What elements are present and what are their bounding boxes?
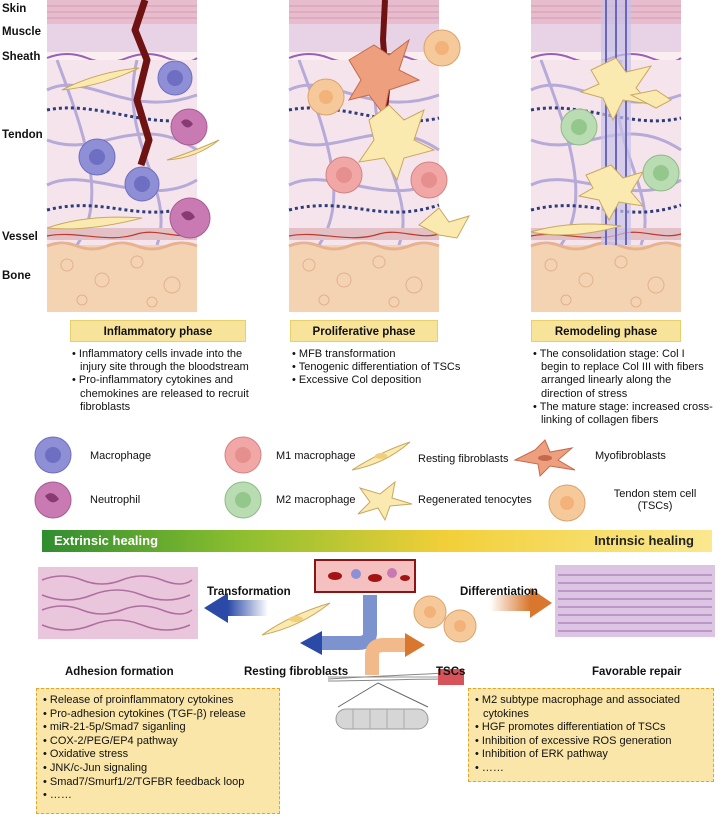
blood-vessel-image bbox=[314, 559, 416, 593]
phase-title-remodeling: Remodeling phase bbox=[531, 320, 681, 342]
healing-gradient-bar: Extrinsic healing Intrinsic healing bbox=[42, 530, 712, 552]
legend-myo: Myofibroblasts bbox=[595, 450, 666, 462]
list-item: • Oxidative stress bbox=[43, 748, 129, 761]
adhesion-tissue-image bbox=[38, 567, 198, 639]
extrinsic-healing-label: Extrinsic healing bbox=[54, 533, 159, 548]
legend-tsc: Tendon stem cell (TSCs) bbox=[613, 488, 697, 512]
bullet-item: • The mature stage: increased cross-link… bbox=[533, 400, 713, 427]
intrinsic-healing-label: Intrinsic healing bbox=[594, 533, 694, 548]
bullet-item: • Tenogenic differentiation of TSCs bbox=[292, 361, 461, 374]
phase-title-inflammatory: Inflammatory phase bbox=[70, 320, 246, 342]
legend-neutrophil: Neutrophil bbox=[90, 494, 141, 506]
tendon-bundle-image bbox=[327, 669, 464, 730]
layer-label-sheath: Sheath bbox=[2, 51, 41, 63]
list-item: • HGF promotes differentiation of TSCs bbox=[475, 721, 666, 734]
legend-macrophage: Macrophage bbox=[90, 450, 152, 462]
resting-fibroblast-icon bbox=[351, 441, 411, 471]
proliferative-panel bbox=[287, 0, 471, 312]
layer-label-vessel: Vessel bbox=[2, 231, 38, 243]
m2-macrophage-icon bbox=[224, 481, 262, 519]
bullet-item: • The consolidation stage: Col I begin t… bbox=[533, 348, 704, 400]
bullet-item: • MFB transformation bbox=[292, 348, 396, 360]
favorable-repair-label: Favorable repair bbox=[592, 666, 682, 678]
remodeling-bullets: • The consolidation stage: Col I begin t… bbox=[533, 348, 713, 427]
tsc-icon bbox=[548, 484, 586, 522]
inflammatory-panel bbox=[45, 0, 220, 312]
transformation-label: Transformation bbox=[207, 586, 291, 598]
list-item: • miR-21-5p/Smad7 siganling bbox=[43, 721, 186, 734]
inflammatory-bullets: • Inflammatory cells invade into the inj… bbox=[72, 348, 252, 414]
list-item: • COX-2/PEG/EP4 pathway bbox=[43, 734, 178, 747]
remodeling-panel bbox=[529, 0, 683, 312]
list-item: • Pro-adhesion cytokines (TGF-β) release bbox=[43, 707, 246, 720]
differentiation-label: Differentiation bbox=[460, 586, 538, 598]
bullet-item: • Excessive Col deposition bbox=[292, 374, 422, 387]
layer-label-bone: Bone bbox=[2, 270, 31, 282]
list-item: • Release of proinflammatory cytokines bbox=[43, 694, 234, 706]
regenerated-tenocyte-icon bbox=[357, 480, 413, 522]
legend-m2: M2 macrophage bbox=[276, 494, 356, 506]
adhesion-mechanisms-box: • Release of proinflammatory cytokines •… bbox=[36, 688, 280, 814]
layer-label-muscle: Muscle bbox=[2, 26, 41, 38]
legend-m1: M1 macrophage bbox=[276, 450, 356, 462]
layer-label-skin: Skin bbox=[2, 3, 27, 15]
list-item: • Inhibition of excessive ROS generation bbox=[475, 734, 672, 747]
list-item: • …… bbox=[475, 761, 504, 774]
resting-fibroblasts-label: Resting fibroblasts bbox=[244, 666, 349, 678]
list-item: • Inhibition of ERK pathway bbox=[475, 748, 608, 761]
bullet-item: • Inflammatory cells invade into the inj… bbox=[72, 348, 249, 374]
tscs-label: TSCs bbox=[436, 666, 466, 678]
tsc-cells bbox=[413, 595, 477, 643]
proliferative-bullets: • MFB transformation • Tenogenic differe… bbox=[292, 348, 478, 388]
flow-diagram bbox=[38, 559, 715, 675]
legend-regenerated: Regenerated tenocytes bbox=[418, 494, 532, 506]
list-item: • M2 subtype macrophage and associated c… bbox=[475, 694, 681, 720]
phase-title-proliferative: Proliferative phase bbox=[290, 320, 438, 342]
favorable-tissue-image bbox=[555, 565, 715, 637]
favorable-mechanisms-box: • M2 subtype macrophage and associated c… bbox=[468, 688, 714, 782]
legend-resting: Resting fibroblasts bbox=[418, 453, 509, 465]
m1-macrophage-icon bbox=[224, 436, 262, 474]
layer-label-tendon: Tendon bbox=[2, 129, 43, 141]
list-item: • …… bbox=[43, 789, 72, 802]
list-item: • JNK/c-Jun signaling bbox=[43, 761, 148, 774]
list-item: • Smad7/Smurf1/2/TGFBR feedback loop bbox=[43, 775, 245, 788]
myofibroblast-icon bbox=[513, 439, 576, 478]
tissue-panels bbox=[45, 0, 683, 312]
legend-icons bbox=[34, 436, 586, 522]
adhesion-formation-label: Adhesion formation bbox=[65, 666, 174, 678]
resting-fibroblast-cell bbox=[261, 602, 331, 636]
bullet-item: • Pro-inflammatory cytokines and chemoki… bbox=[72, 374, 249, 413]
macrophage-icon bbox=[34, 436, 72, 474]
neutrophil-icon bbox=[34, 481, 72, 519]
